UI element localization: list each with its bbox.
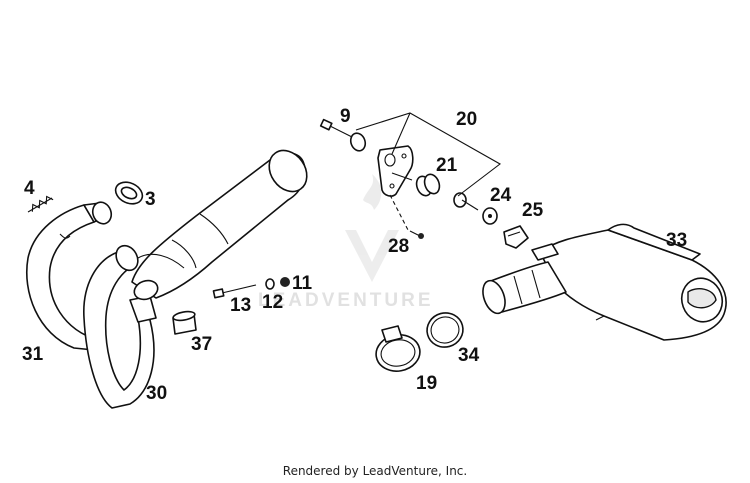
callout-24: 24 <box>490 185 512 206</box>
tail-section-pipe <box>482 243 567 315</box>
part-37-sleeve <box>172 310 197 335</box>
callout-9: 9 <box>340 106 351 127</box>
part-13-bolt <box>212 284 257 299</box>
part-28-bolt <box>409 230 424 239</box>
callout-25: 25 <box>522 200 544 221</box>
part-34-sleeve <box>426 312 464 348</box>
callout-3: 3 <box>145 189 156 210</box>
expansion-chamber-pipe <box>131 149 308 301</box>
watermark-text: LEADVENTURE <box>258 290 434 311</box>
part-11-nut <box>280 277 290 287</box>
callout-11: 11 <box>292 273 313 294</box>
part-24-washer <box>453 192 498 225</box>
callout-33: 33 <box>666 230 688 251</box>
callout-30: 30 <box>146 383 168 404</box>
callout-4: 4 <box>24 178 35 199</box>
callout-19: 19 <box>416 373 438 394</box>
callout-37: 37 <box>191 334 213 355</box>
leader-lines <box>355 112 501 231</box>
callout-20: 20 <box>456 109 478 130</box>
callout-13: 13 <box>230 295 252 316</box>
part-19-clamp <box>375 325 421 372</box>
callout-31: 31 <box>22 344 44 365</box>
callout-21: 21 <box>436 155 458 176</box>
callout-12: 12 <box>262 292 284 313</box>
part-25-clip <box>503 225 529 249</box>
part-12-washer <box>265 278 275 290</box>
part-9-bolt <box>319 118 367 152</box>
part-3-gasket <box>114 181 144 205</box>
footer-credit: Rendered by LeadVenture, Inc. <box>282 464 468 478</box>
part-21-grommet <box>415 173 441 197</box>
callout-28: 28 <box>388 236 410 257</box>
part-33-silencer <box>539 223 727 341</box>
part-20-bracket <box>377 145 414 197</box>
callout-34: 34 <box>458 345 480 366</box>
part-4-spring <box>27 195 54 213</box>
watermark-logo <box>345 174 399 282</box>
